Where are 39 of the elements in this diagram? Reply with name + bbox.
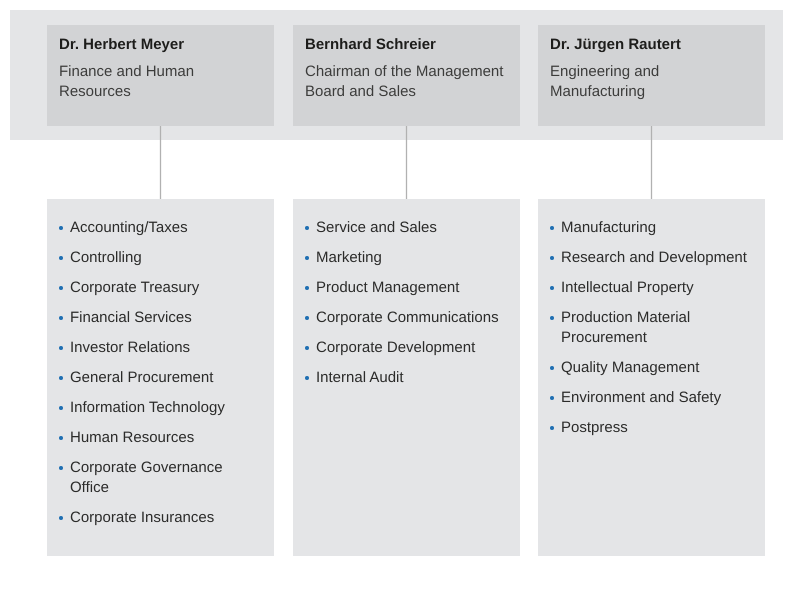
department-item: Product Management [316,278,460,298]
department-item: Environment and Safety [561,388,722,408]
department-item: Quality Management [561,358,700,378]
department-item: Corporate Communications [316,308,499,328]
department-item: Research and Development [561,248,747,268]
executive-name: Dr. Herbert Meyer [59,36,186,53]
department-item: Corporate Governance Office [70,458,224,498]
department-item: Financial Services [70,308,192,328]
department-item: Intellectual Property [561,278,694,298]
executive-name: Bernhard Schreier [305,36,437,53]
executive-role: Finance and Human Resources [59,62,196,102]
executive-box [293,25,520,126]
executive-role: Engineering and Manufacturing [550,62,660,102]
department-item: Production Material Procurement [561,308,692,348]
department-item: Service and Sales [316,218,437,238]
connector-line [650,126,652,199]
department-item: Corporate Insurances [70,508,214,528]
connector-line [160,126,162,199]
executive-box [538,25,765,126]
department-item: Manufacturing [561,218,656,238]
board-band [10,10,783,140]
department-item: Human Resources [70,428,194,448]
executive-name: Dr. Jürgen Rautert [550,36,682,53]
department-list-box [47,199,274,556]
department-item: Information Technology [70,398,225,418]
department-item: Corporate Treasury [70,278,200,298]
department-item: Accounting/Taxes [70,218,188,238]
department-item: Postpress [561,418,628,438]
department-item: General Procurement [70,368,214,388]
connector-line [406,126,408,199]
department-item: Investor Relations [70,338,190,358]
executive-box [47,25,274,126]
department-list-box [293,199,520,556]
executive-role: Chairman of the Management Board and Sales [305,62,504,102]
department-item: Marketing [316,248,382,268]
department-item: Controlling [70,248,142,268]
department-list-box [538,199,765,556]
department-item: Internal Audit [316,368,404,388]
department-item: Corporate Development [316,338,476,358]
